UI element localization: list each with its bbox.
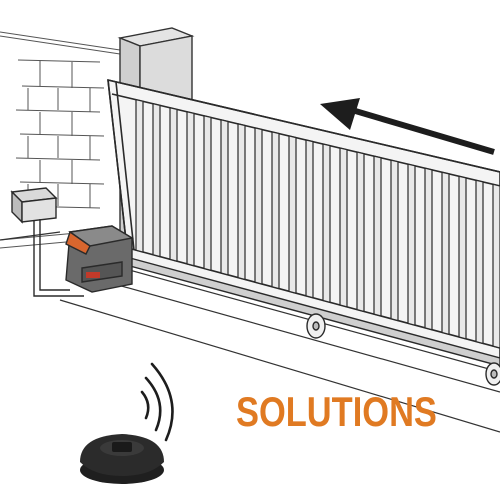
arrow-left-icon — [320, 98, 495, 155]
gate-bar — [424, 167, 433, 331]
brick-wall — [0, 31, 121, 249]
gate-bar — [390, 159, 399, 322]
ground-rail — [0, 231, 500, 433]
gate-bar — [339, 147, 348, 308]
gate-bar — [254, 127, 263, 285]
gate-bar — [152, 102, 161, 258]
gate-bar — [220, 119, 229, 276]
gate-bar — [475, 179, 484, 345]
wiring — [33, 219, 84, 297]
wireless-signal-icon — [140, 362, 174, 442]
gate-bar — [305, 139, 314, 299]
gate-bar — [271, 131, 280, 290]
gate-bar — [135, 98, 144, 253]
gate-bar — [203, 115, 212, 272]
gate-bar — [322, 143, 331, 304]
gate-bar — [407, 163, 416, 326]
gate-bar — [373, 155, 382, 317]
gate-bars — [135, 98, 500, 349]
solutions-headline: SOLUTIONS — [236, 388, 437, 435]
gate-bar — [288, 135, 297, 294]
gate-bar — [492, 183, 500, 349]
gate-bar — [441, 171, 450, 336]
gate-wheels — [306, 313, 500, 386]
gate-bar — [237, 123, 246, 281]
remote-control — [80, 434, 164, 484]
gate-bar — [356, 151, 365, 313]
gate-bar — [186, 111, 195, 267]
control-box — [10, 187, 58, 224]
gate-bar — [458, 175, 467, 340]
gate-bar — [169, 106, 178, 262]
gate-motor — [65, 225, 134, 293]
